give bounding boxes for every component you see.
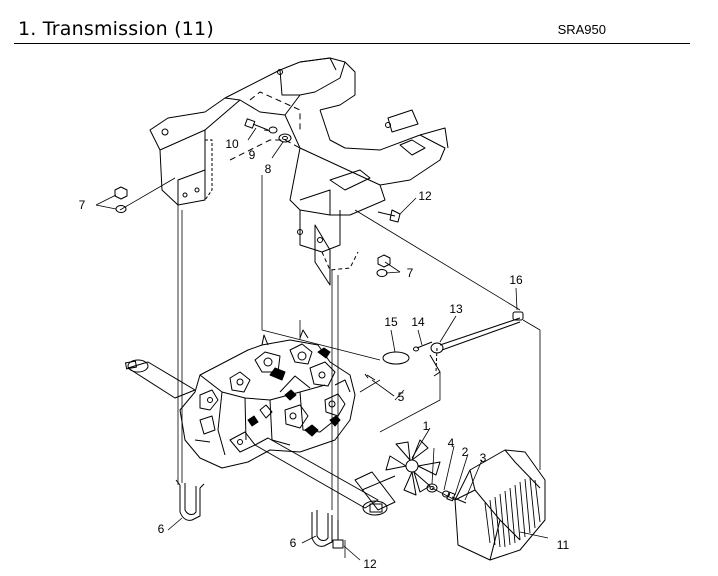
- cotter-pin-14: [413, 341, 433, 352]
- bolt-12-top: [377, 209, 401, 223]
- callout-labels: 1 2 3 4 5 6 6 7 7 8 9 10 11 12 12 13 14 …: [79, 137, 570, 571]
- callout-16: 16: [509, 273, 523, 287]
- section-title: 1. Transmission (11): [18, 18, 214, 40]
- model-code: SRA950: [557, 22, 606, 37]
- bolt-10: [244, 118, 269, 131]
- output-shaft: [254, 437, 396, 516]
- nut-7-right: [376, 254, 391, 277]
- callout-14: 14: [411, 315, 425, 329]
- assembly-leader-lines: [119, 175, 541, 558]
- callout-7-left: 7: [79, 198, 86, 212]
- control-rod-13: [429, 317, 521, 377]
- washer-9: [268, 126, 278, 134]
- transmission-housing: [179, 329, 356, 469]
- callout-13: 13: [449, 302, 463, 316]
- callout-3: 3: [480, 451, 487, 465]
- callout-leaders: [95, 127, 549, 561]
- callout-4: 4: [448, 436, 455, 450]
- callout-11: 11: [557, 538, 570, 552]
- pin-5: [364, 373, 376, 381]
- callout-9: 9: [249, 148, 256, 162]
- nut-7-left: [114, 186, 128, 213]
- callout-2: 2: [462, 445, 469, 459]
- input-shaft: [125, 359, 196, 399]
- page-header: 1. Transmission (11) SRA950: [0, 0, 718, 44]
- frame-bracket: [149, 57, 449, 286]
- spacer-8: [278, 133, 292, 143]
- collar-16: [512, 311, 524, 321]
- callout-12-bottom: 12: [363, 557, 377, 571]
- washer-2: [442, 490, 450, 498]
- callout-15: 15: [384, 315, 398, 329]
- bolt-12-bottom: [332, 520, 344, 549]
- callout-10: 10: [225, 137, 239, 151]
- bolt-3: [446, 491, 467, 504]
- u-bolt-6-right: [311, 510, 333, 547]
- callout-7-right: 7: [407, 266, 414, 280]
- fan-cover: [454, 449, 546, 561]
- cooling-fan: [385, 439, 441, 496]
- callout-5: 5: [398, 390, 405, 404]
- callout-8: 8: [265, 162, 272, 176]
- callout-1: 1: [423, 419, 430, 433]
- callout-12-top: 12: [418, 189, 432, 203]
- header-rule: [14, 43, 690, 44]
- callout-6-left: 6: [158, 522, 165, 536]
- snap-ring-15: [382, 351, 410, 365]
- u-bolt-6-left: [175, 479, 205, 521]
- callout-6-right: 6: [290, 536, 297, 550]
